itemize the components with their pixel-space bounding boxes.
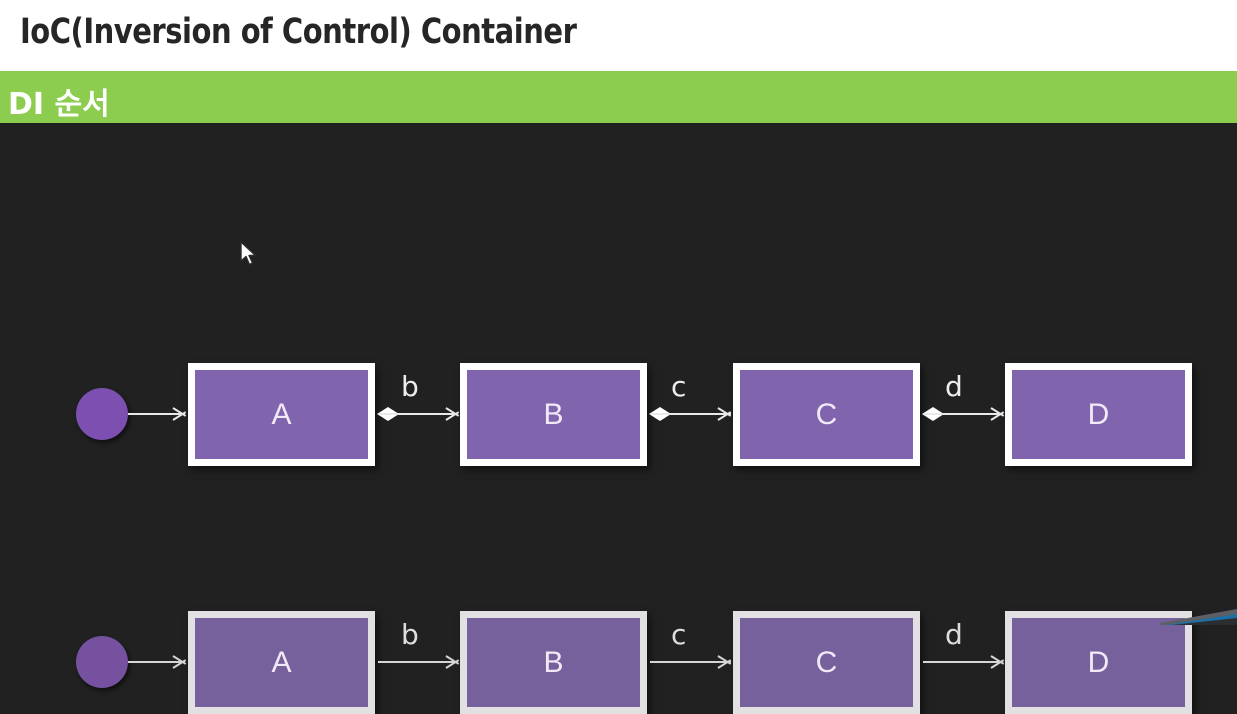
title-band: IoC(Inversion of Control) Container [0, 0, 1237, 71]
node-label-a: A [271, 397, 292, 431]
node-label-d: D [1087, 645, 1110, 679]
node-box-c: C [733, 611, 920, 714]
node-box-b: B [460, 611, 647, 714]
edge-label-d: d [945, 618, 963, 651]
node-box-a: A [188, 363, 375, 466]
node-label-b: B [543, 397, 564, 431]
diagram-row-with-diamonds: A b B c C d D [0, 178, 1237, 466]
node-box-b: B [460, 363, 647, 466]
edge-label-c: c [671, 370, 687, 403]
connector-start-to-a [128, 413, 185, 415]
arrowhead-a-to-b [446, 406, 460, 421]
section-title: DI 순서 [8, 87, 110, 122]
arrowhead-start-to-a [173, 654, 187, 669]
arrowhead-b-to-c [718, 654, 732, 669]
arrowhead-c-to-d [991, 654, 1005, 669]
connector-c-to-d [923, 413, 1003, 415]
node-label-c: C [815, 645, 838, 679]
slide-canvas: A b B c C d D A b [0, 123, 1237, 714]
arrowhead-c-to-d [991, 406, 1005, 421]
arrowhead-b-to-c [718, 406, 732, 421]
edge-label-b: b [401, 370, 419, 403]
start-node-circle [76, 636, 128, 688]
node-box-c: C [733, 363, 920, 466]
page-title: IoC(Inversion of Control) Container [20, 12, 577, 52]
arrowhead-a-to-b [446, 654, 460, 669]
edge-label-c: c [671, 618, 687, 651]
node-label-b: B [543, 645, 564, 679]
start-node-circle [76, 388, 128, 440]
node-box-a: A [188, 611, 375, 714]
arrowhead-start-to-a [173, 406, 187, 421]
node-box-d: D [1005, 611, 1192, 714]
node-label-a: A [271, 645, 292, 679]
diagram-row-plain-arrows: A b B c C d D [0, 426, 1237, 714]
connector-a-to-b [378, 413, 458, 415]
node-box-d: D [1005, 363, 1192, 466]
section-header-bar: DI 순서 [0, 71, 1237, 123]
edge-label-b: b [401, 618, 419, 651]
connector-b-to-c [650, 413, 731, 415]
node-label-c: C [815, 397, 838, 431]
edge-label-d: d [945, 370, 963, 403]
screen-edge-artifact [1122, 607, 1237, 625]
node-label-d: D [1087, 397, 1110, 431]
